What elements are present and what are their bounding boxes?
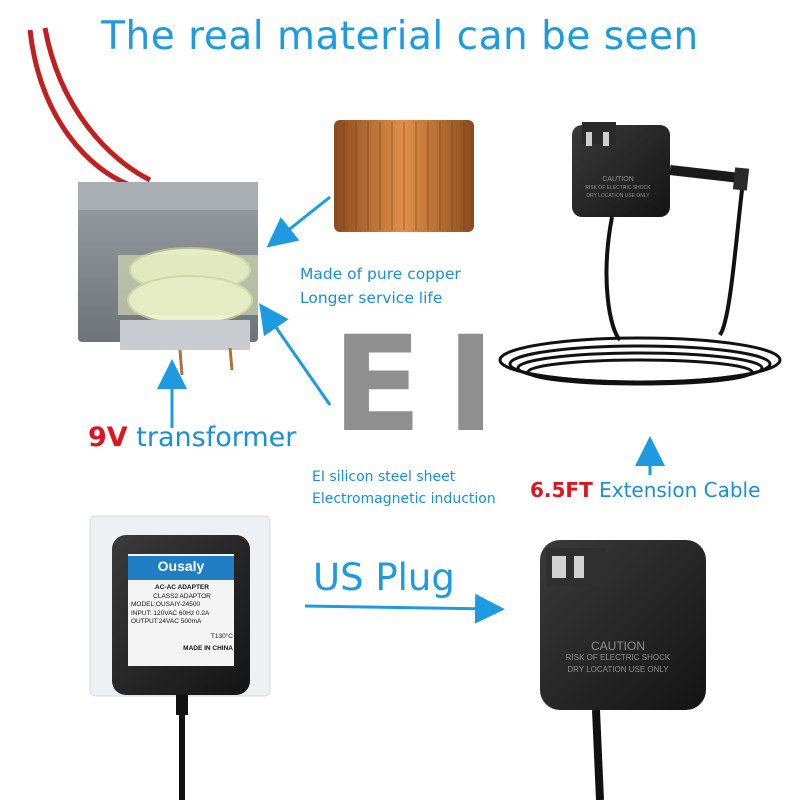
adapter-spec-line1: AC-AC ADAPTER [155, 584, 209, 591]
headline: The real material can be seen [101, 14, 699, 59]
plug-arrow [304, 593, 505, 624]
adapter-spec-line2: CLASS2 ADAPTOR [153, 592, 211, 600]
back-caution-line2: DRY LOCATION USE ONLY [567, 665, 669, 674]
transformer-image [27, 27, 258, 376]
adapter-spec-line3: MODEL:OUSAIY-24500 [131, 601, 201, 608]
adapter-spec-line4: INPUT: 120VAC 60Hz 0.2A [131, 609, 210, 617]
copper-caption-line2: Longer service life [300, 289, 443, 307]
cable-label: 6.5FT Extension Cable [530, 478, 760, 502]
adapter-back-image [540, 540, 706, 800]
back-caution-label: CAUTION RISK OF ELECTRIC SHOCK DRY LOCAT… [548, 640, 688, 676]
back-caution-title: CAUTION [591, 639, 645, 653]
adapter-with-cable-image [498, 122, 782, 386]
transformer-label: 9V transformer [88, 422, 296, 453]
steel-caption: EI silicon steel sheet Electromagnetic i… [312, 466, 496, 510]
adapter-brand: Ousaly [157, 558, 205, 574]
copper-wire-image [334, 120, 474, 232]
adapter-spec-line5: OUTPUT:24VAC 500mA [131, 618, 202, 625]
transformer-voltage: 9V [88, 422, 128, 453]
steel-caption-line1: EI silicon steel sheet [312, 469, 456, 485]
adapter-front-image [89, 515, 271, 800]
adapter-spec-label: AC-AC ADAPTER CLASS2 ADAPTOR MODEL:OUSAI… [131, 584, 233, 654]
adapter-spec-made-in: MADE IN CHINA [183, 645, 233, 652]
transformer-word: transformer [136, 422, 297, 453]
copper-caption: Made of pure copper Longer service life [300, 262, 461, 310]
cable-length: 6.5FT [530, 478, 593, 502]
top-caution-line1: RISK OF ELECTRIC SHOCK [585, 185, 651, 191]
steel-caption-line2: Electromagnetic induction [312, 491, 496, 507]
top-caution-line2: DRY LOCATION USE ONLY [586, 193, 650, 199]
ei-letters: EI [332, 308, 520, 462]
cable-word: Extension Cable [599, 478, 761, 502]
adapter-spec-temp: T130°C [210, 632, 233, 640]
pointer-arrows [157, 195, 665, 624]
top-caution-title: CAUTION [602, 176, 634, 183]
top-caution-label: CAUTION RISK OF ELECTRIC SHOCK DRY LOCAT… [578, 176, 658, 200]
copper-caption-line1: Made of pure copper [300, 265, 461, 283]
back-caution-line1: RISK OF ELECTRIC SHOCK [565, 653, 671, 662]
copper-arrow [266, 195, 331, 248]
us-plug-label: US Plug [313, 556, 455, 599]
steel-arrow [259, 303, 332, 406]
